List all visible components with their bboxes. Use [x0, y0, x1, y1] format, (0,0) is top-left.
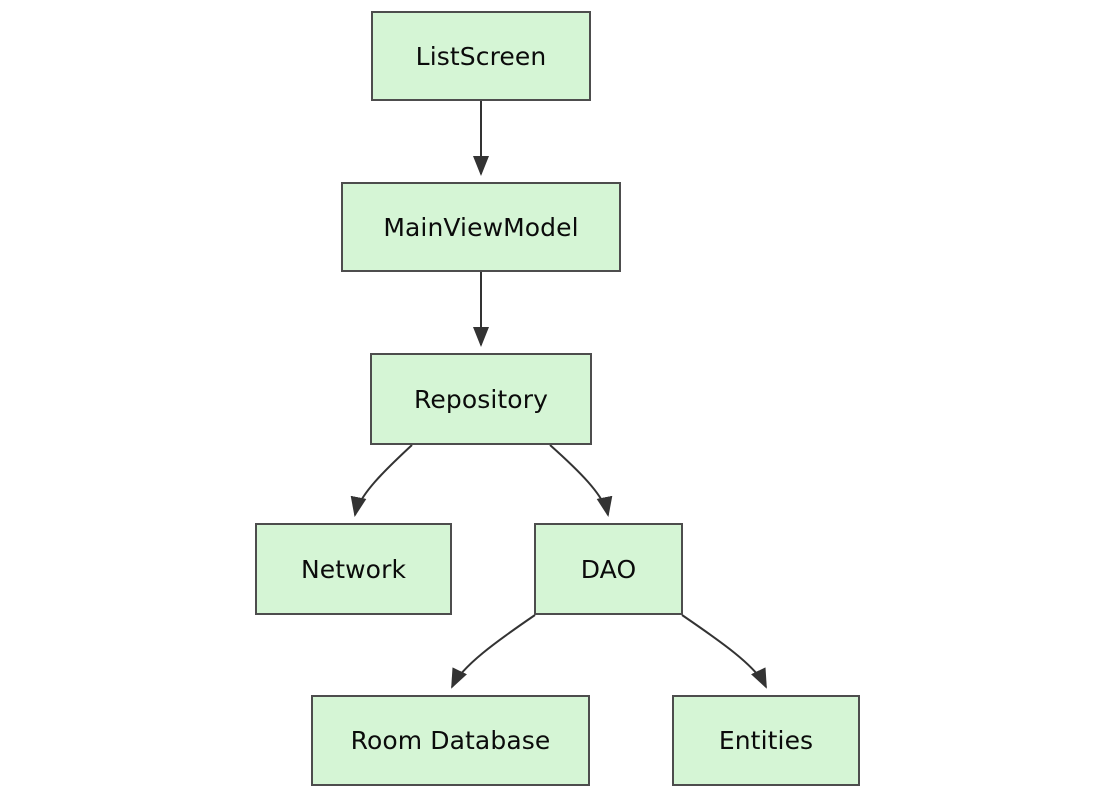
node-entities[interactable]: Entities: [672, 695, 860, 786]
node-dao[interactable]: DAO: [534, 523, 683, 615]
edge-dao-to-entities: [681, 614, 767, 689]
edge-repository-to-dao: [549, 444, 613, 517]
node-network-label: Network: [300, 554, 407, 584]
node-main-viewmodel[interactable]: MainViewModel: [341, 182, 621, 272]
node-network[interactable]: Network: [255, 523, 452, 615]
node-list-screen-label: ListScreen: [415, 41, 547, 71]
node-dao-label: DAO: [580, 554, 637, 584]
node-entities-label: Entities: [718, 726, 814, 755]
node-main-viewmodel-label: MainViewModel: [383, 212, 579, 242]
edge-dao-to-room-database: [451, 614, 536, 689]
node-room-database[interactable]: Room Database: [311, 695, 590, 786]
node-room-database-label: Room Database: [350, 726, 551, 755]
edge-repository-to-network: [350, 444, 413, 517]
node-list-screen[interactable]: ListScreen: [371, 11, 591, 101]
node-repository[interactable]: Repository: [370, 353, 592, 445]
node-repository-label: Repository: [414, 384, 548, 414]
